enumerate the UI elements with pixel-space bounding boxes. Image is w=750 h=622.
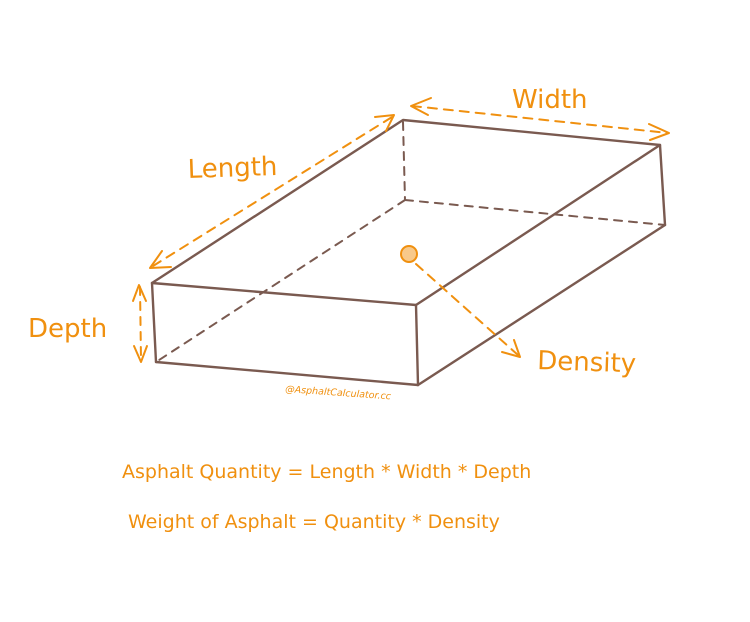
density-arrow	[415, 263, 521, 358]
box-visible-edges	[150, 118, 667, 387]
density-point-icon	[400, 245, 418, 263]
depth-label: Depth	[28, 314, 107, 344]
watermark: @AsphaltCalculator.cc	[285, 384, 392, 402]
formula-quantity: Asphalt Quantity = Length * Width * Dept…	[122, 461, 531, 483]
length-label: Length	[187, 152, 278, 185]
width-label: Width	[512, 85, 588, 115]
box-hidden-edges	[155, 121, 666, 363]
length-arrow	[149, 114, 395, 269]
depth-arrow	[132, 284, 148, 363]
density-label: Density	[537, 346, 637, 379]
width-arrow	[410, 97, 670, 141]
formula-weight: Weight of Asphalt = Quantity * Density	[128, 511, 500, 533]
